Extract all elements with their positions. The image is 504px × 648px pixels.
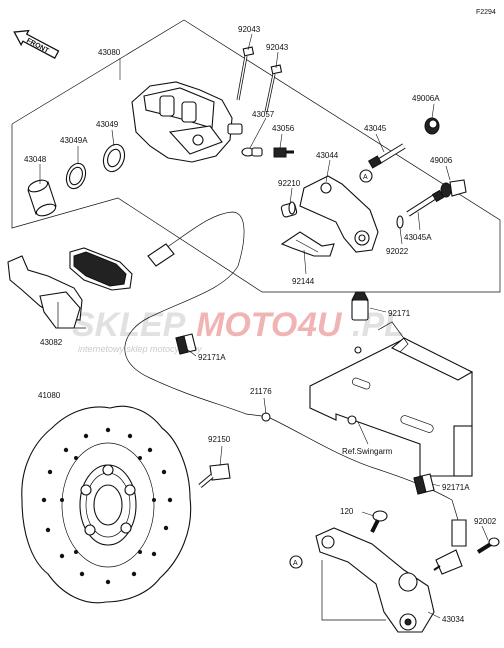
label-43049: 43049 [96, 120, 119, 129]
swingarm [309, 321, 474, 477]
label-49006a: 49006A [412, 94, 440, 103]
caliper-assembly-frame [11, 19, 501, 293]
svg-text:internetowy sklep motocyklowy: internetowy sklep motocyklowy [78, 344, 202, 354]
slide-pin-43045 [367, 143, 406, 169]
svg-text:4U: 4U [297, 306, 343, 344]
clamp-92171 [351, 291, 369, 354]
label-92171a-upper: 92171A [198, 353, 226, 362]
label-92210: 92210 [278, 179, 301, 188]
piston-43048 [27, 179, 57, 217]
bleeder-cap-43057 [241, 147, 263, 157]
dust-seal-43049 [102, 143, 126, 173]
label-92043-b: 92043 [266, 43, 289, 52]
label-92150: 92150 [208, 435, 231, 444]
label-92022: 92022 [386, 247, 409, 256]
label-43034: 43034 [442, 615, 465, 624]
watermark: SKLEP MOTO 4U .PL internetowy sklep moto… [72, 306, 405, 354]
boot-49006a [424, 117, 440, 135]
label-43045a: 43045A [404, 233, 432, 242]
caliper-bracket-43034 [315, 527, 463, 633]
callout-a-lower: A [289, 555, 303, 569]
pads-bracket-line [57, 302, 86, 329]
slide-pin-43045a [406, 189, 445, 217]
clamp-92171a-lower [413, 473, 435, 495]
bolt-92043-b [264, 64, 283, 113]
label-43056: 43056 [272, 124, 295, 133]
svg-text:MOTO: MOTO [196, 306, 297, 344]
label-92043-a: 92043 [238, 25, 261, 34]
label-43048: 43048 [24, 155, 47, 164]
svg-text:A: A [293, 560, 298, 567]
svg-text:A: A [363, 174, 368, 181]
clamp-92171a-upper [175, 333, 197, 355]
svg-text:SKLEP: SKLEP [72, 306, 186, 344]
bolt-92043-a [236, 46, 255, 101]
label-43045: 43045 [364, 124, 387, 133]
pad-spring-92144 [280, 231, 335, 257]
leader-lines [39, 33, 489, 619]
boot-49006 [440, 179, 467, 198]
washer-92022 [396, 215, 404, 229]
caliper-bracket-43044 [299, 175, 379, 253]
label-ref-swingarm: Ref.Swingarm [342, 447, 393, 456]
abs-sensor-wire [124, 211, 467, 547]
bolt-92002 [476, 537, 500, 554]
brake-pads-43082 [7, 247, 133, 329]
bracket-43034-frame [321, 560, 386, 621]
label-92171a-lower: 92171A [442, 483, 470, 492]
callout-a-upper: A [359, 169, 373, 183]
brake-caliper [131, 81, 243, 163]
label-21176: 21176 [250, 387, 272, 396]
label-92171: 92171 [388, 309, 411, 318]
label-41080: 41080 [38, 391, 61, 400]
diagram-code: F2294 [476, 9, 496, 16]
label-120: 120 [340, 507, 354, 516]
label-43049a: 43049A [60, 136, 88, 145]
label-49006: 49006 [430, 156, 453, 165]
label-92002: 92002 [474, 517, 497, 526]
part-labels: 92043 92043 43080 43049 43049A 43048 430… [24, 25, 497, 624]
label-43082: 43082 [40, 338, 63, 347]
label-43080: 43080 [98, 48, 121, 57]
collar-92210 [280, 201, 298, 218]
brake-disc-41080 [21, 405, 192, 604]
disc-bolt-92150 [198, 463, 231, 488]
label-43044: 43044 [316, 151, 339, 160]
label-92144: 92144 [292, 277, 315, 286]
label-43057: 43057 [252, 110, 275, 119]
front-arrow-icon: FRONT [13, 29, 60, 60]
bolt-120 [370, 510, 388, 533]
bleeder-valve-43056 [273, 147, 294, 158]
piston-seal-43049a [65, 162, 87, 190]
